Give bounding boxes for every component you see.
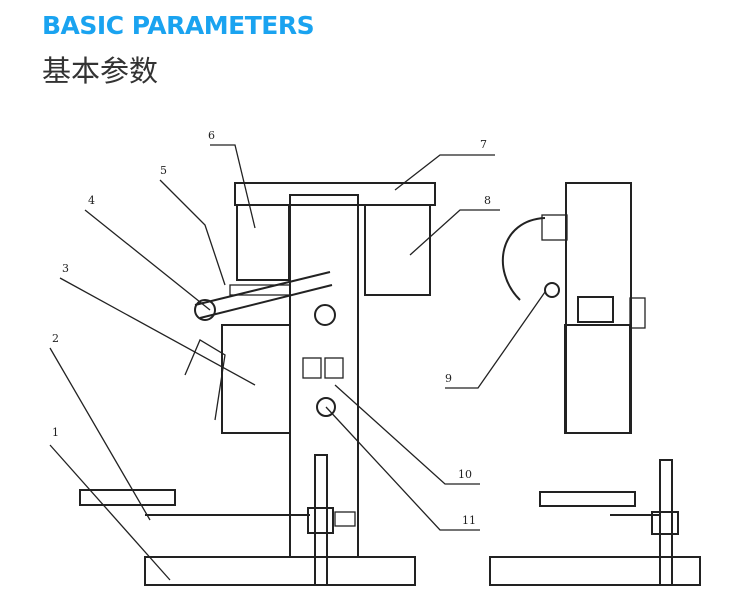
motor-right	[364, 204, 431, 296]
label-8: 8	[484, 194, 491, 207]
belt	[194, 271, 333, 319]
front-view	[79, 182, 436, 586]
discharge-chute	[184, 339, 226, 421]
leader-lines	[49, 144, 546, 581]
pulley-left	[194, 299, 216, 321]
label-4: 4	[88, 194, 95, 207]
tank	[221, 324, 291, 434]
label-5: 5	[160, 164, 167, 177]
motor-left	[236, 204, 290, 281]
label-1: 1	[52, 426, 59, 439]
part-labels: 1 2 3 4 5 6 7 8 9 10 11	[52, 129, 491, 527]
top-cover	[234, 182, 436, 206]
section-title-english: BASIC PARAMETERS	[42, 11, 315, 40]
label-10: 10	[458, 468, 472, 481]
label-7: 7	[480, 138, 487, 151]
label-6: 6	[208, 129, 215, 142]
label-2: 2	[52, 332, 59, 345]
label-9: 9	[445, 372, 452, 385]
base-plate	[144, 556, 416, 586]
stand-rod	[314, 454, 328, 586]
label-11: 11	[462, 514, 476, 527]
main-column	[289, 194, 359, 558]
control-knob	[316, 397, 336, 417]
platform	[79, 489, 176, 506]
section-title-chinese: 基本参数	[42, 54, 159, 88]
label-3: 3	[62, 262, 69, 275]
pulley-right	[314, 304, 336, 326]
side-view	[489, 182, 701, 586]
